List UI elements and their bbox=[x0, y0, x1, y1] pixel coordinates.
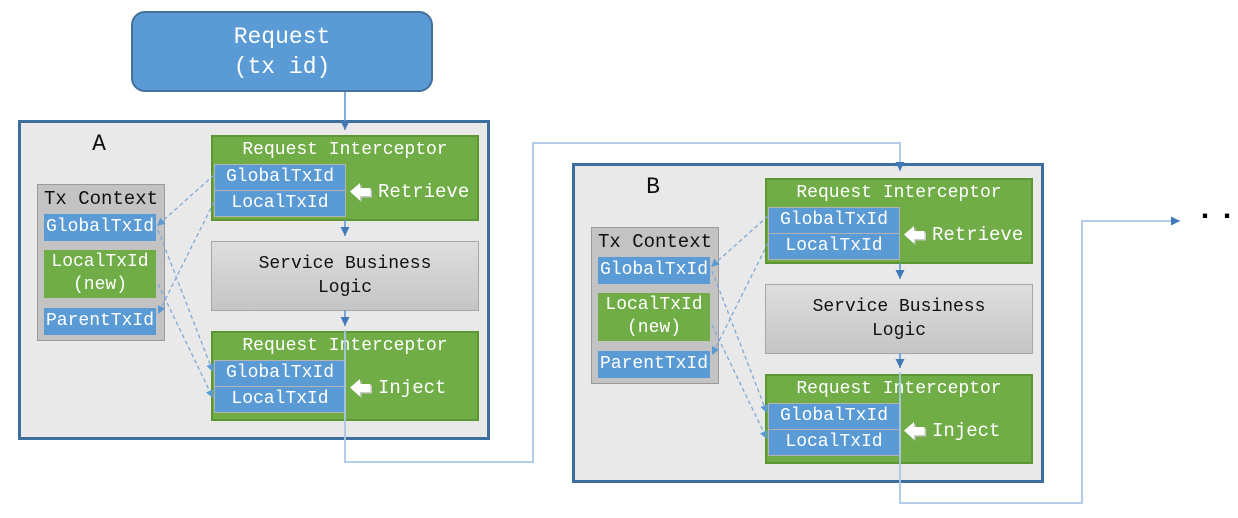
tx-context-title: Tx Context bbox=[43, 188, 159, 210]
interceptor-local-tx-id: LocalTxId bbox=[214, 386, 346, 413]
continuation-ellipsis: ... bbox=[1196, 194, 1238, 228]
interceptor-items: GlobalTxId LocalTxId bbox=[768, 207, 900, 260]
interceptor-global-tx-id: GlobalTxId bbox=[214, 360, 346, 387]
interceptor-items: GlobalTxId LocalTxId bbox=[768, 403, 900, 456]
retrieve-label: Retrieve bbox=[932, 224, 1024, 246]
context-parent-tx-id: ParentTxId bbox=[598, 351, 710, 378]
left-block-arrow-icon bbox=[904, 422, 926, 441]
retrieve-action: Retrieve bbox=[903, 210, 1029, 260]
inject-action: Inject bbox=[349, 363, 475, 413]
request-interceptor-in: Request Interceptor GlobalTxId LocalTxId… bbox=[211, 135, 479, 221]
service-business-logic-line1: Service Business bbox=[812, 297, 986, 317]
request-interceptor-out: Request Interceptor GlobalTxId LocalTxId… bbox=[211, 331, 479, 421]
service-business-logic-box: Service Business Logic bbox=[211, 241, 479, 311]
context-local-tx-id-sublabel: (new) bbox=[626, 318, 681, 338]
request-node-title: Request bbox=[233, 23, 331, 50]
interceptor-local-tx-id: LocalTxId bbox=[214, 190, 346, 217]
service-business-logic-line1: Service Business bbox=[258, 254, 432, 274]
left-block-arrow-icon bbox=[350, 379, 372, 398]
left-block-arrow-icon bbox=[350, 183, 372, 202]
request-node-subtitle: (tx id) bbox=[233, 53, 331, 80]
service-business-logic-line2: Logic bbox=[317, 278, 372, 298]
request-interceptor-out: Request Interceptor GlobalTxId LocalTxId… bbox=[765, 374, 1033, 464]
interceptor-items: GlobalTxId LocalTxId bbox=[214, 360, 346, 413]
interceptor-items: GlobalTxId LocalTxId bbox=[214, 164, 346, 217]
context-local-tx-id: LocalTxId (new) bbox=[598, 293, 710, 341]
context-local-tx-id-label: LocalTxId bbox=[51, 252, 149, 272]
service-b-label: B bbox=[646, 174, 660, 200]
context-parent-tx-id: ParentTxId bbox=[44, 308, 156, 335]
interceptor-local-tx-id: LocalTxId bbox=[768, 429, 900, 456]
tx-context-title: Tx Context bbox=[597, 231, 713, 253]
inject-action: Inject bbox=[903, 406, 1029, 456]
context-global-tx-id: GlobalTxId bbox=[44, 214, 156, 241]
request-interceptor-in: Request Interceptor GlobalTxId LocalTxId… bbox=[765, 178, 1033, 264]
inject-label: Inject bbox=[378, 377, 447, 399]
interceptor-global-tx-id: GlobalTxId bbox=[214, 164, 346, 191]
context-local-tx-id: LocalTxId (new) bbox=[44, 250, 156, 298]
tx-context-box: Tx Context GlobalTxId LocalTxId (new) Pa… bbox=[37, 184, 165, 341]
retrieve-action: Retrieve bbox=[349, 167, 475, 217]
interceptor-title: Request Interceptor bbox=[242, 140, 448, 160]
inject-label: Inject bbox=[932, 420, 1001, 442]
context-local-tx-id-sublabel: (new) bbox=[72, 275, 127, 295]
service-business-logic-box: Service Business Logic bbox=[765, 284, 1033, 354]
service-business-logic-line2: Logic bbox=[871, 321, 926, 341]
interceptor-local-tx-id: LocalTxId bbox=[768, 233, 900, 260]
interceptor-global-tx-id: GlobalTxId bbox=[768, 207, 900, 234]
left-block-arrow-icon bbox=[904, 226, 926, 245]
retrieve-label: Retrieve bbox=[378, 181, 470, 203]
interceptor-title: Request Interceptor bbox=[796, 183, 1002, 203]
interceptor-title: Request Interceptor bbox=[242, 336, 448, 356]
tx-context-box: Tx Context GlobalTxId LocalTxId (new) Pa… bbox=[591, 227, 719, 384]
service-box-a: A Tx Context GlobalTxId LocalTxId (new) … bbox=[18, 120, 490, 440]
interceptor-global-tx-id: GlobalTxId bbox=[768, 403, 900, 430]
service-box-b: B Tx Context GlobalTxId LocalTxId (new) … bbox=[572, 163, 1044, 483]
request-node: Request (tx id) bbox=[131, 11, 433, 92]
service-a-label: A bbox=[92, 131, 106, 157]
interceptor-title: Request Interceptor bbox=[796, 379, 1002, 399]
context-local-tx-id-label: LocalTxId bbox=[605, 295, 703, 315]
context-global-tx-id: GlobalTxId bbox=[598, 257, 710, 284]
